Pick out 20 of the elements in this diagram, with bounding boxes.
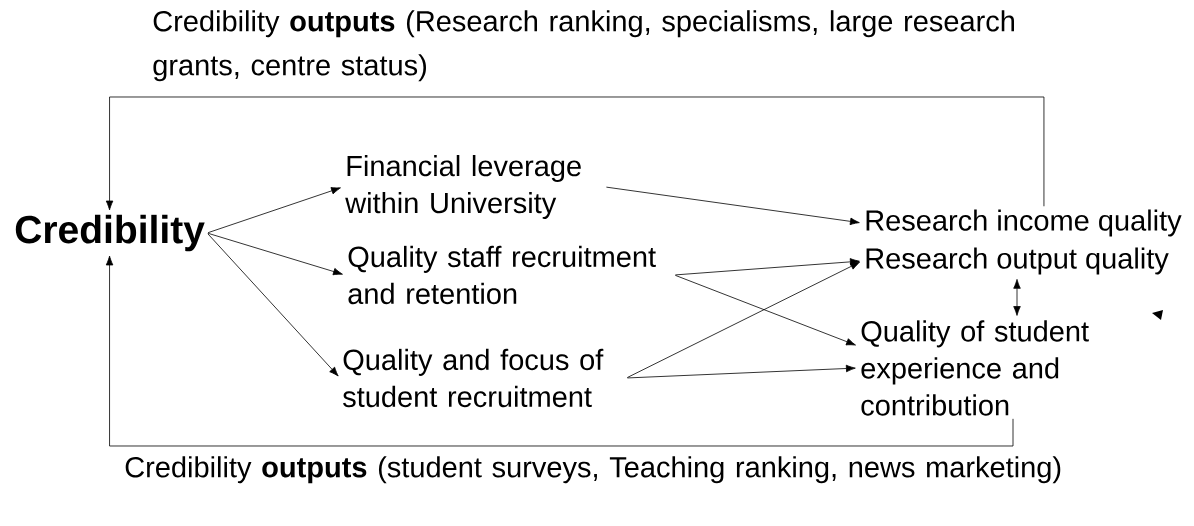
caption-text: Credibility outputs (Research ranking, specialisms, large research grants, centre status) — [153, 10, 1014, 82]
heading-text: Credibility — [15, 214, 205, 252]
feedback-arrow — [105, 255, 1014, 447]
caption-text: Credibility outputs (student surveys, Teaching ranking, news marketing) — [125, 456, 1061, 484]
arrow — [207, 232, 343, 276]
arrow — [674, 274, 856, 346]
factor-text: Quality and focus of student recruitment — [343, 348, 604, 408]
arrow — [675, 258, 860, 276]
arrow — [626, 261, 860, 378]
arrow — [207, 233, 339, 377]
double-arrow — [1013, 279, 1021, 316]
arrow — [627, 364, 856, 379]
factor-text: Financial leverage within University — [345, 155, 581, 219]
feedback-arrow — [105, 96, 1045, 211]
outcome-text: Research output quality — [866, 247, 1169, 275]
outcome-text: Research income quality — [866, 209, 1182, 237]
factor-text: Quality staff recruitment and retention — [348, 245, 656, 305]
arrow — [606, 186, 860, 226]
arrow — [207, 187, 341, 234]
outcome-text: Quality of student experience and contribution — [861, 320, 1089, 416]
